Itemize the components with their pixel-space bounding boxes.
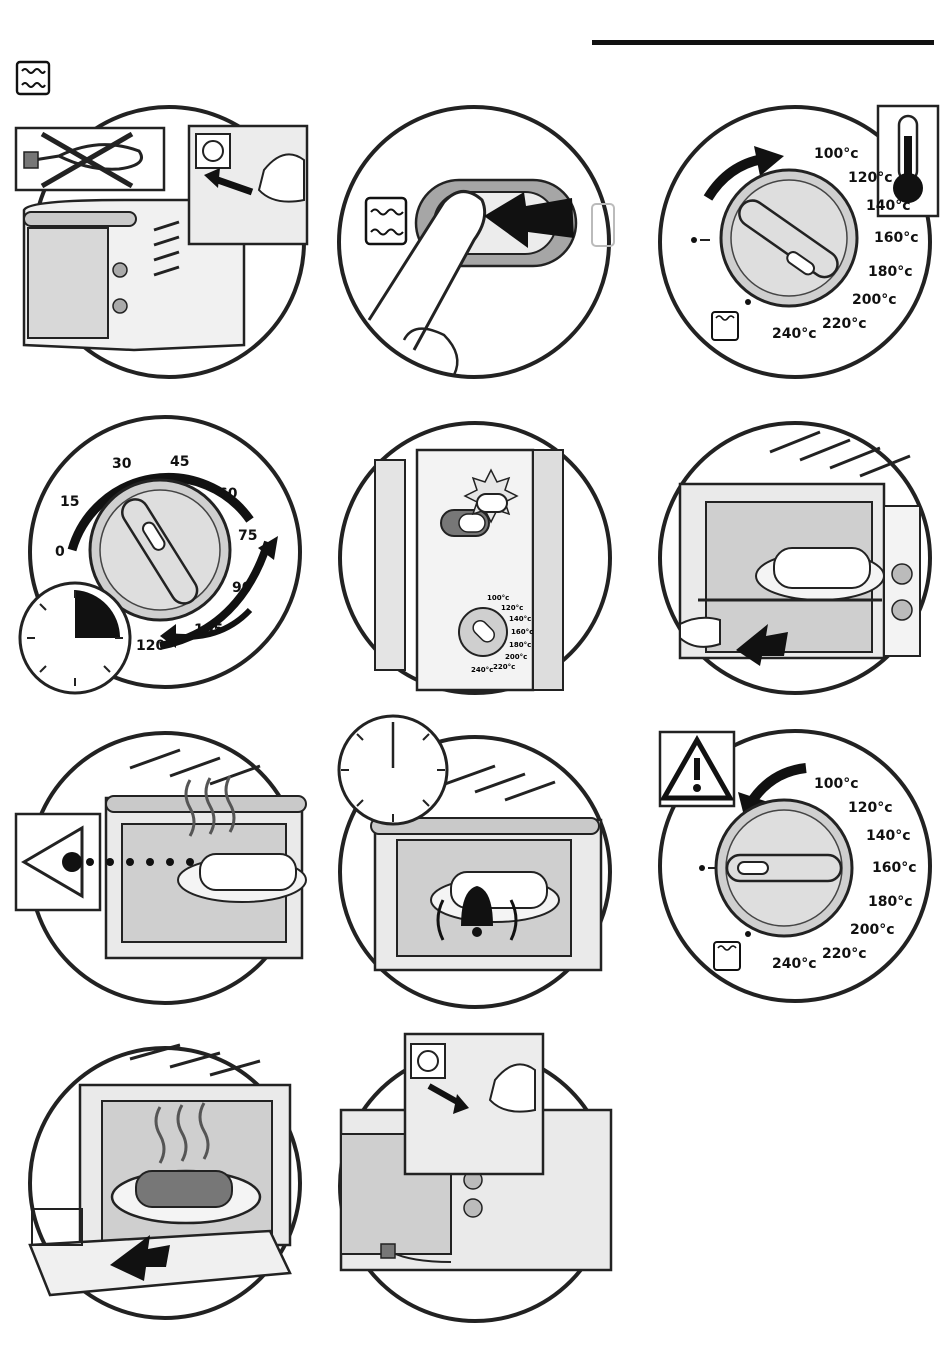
temp-mark-120: 120°c — [848, 800, 893, 816]
temp-mark-240: 240°c — [772, 326, 817, 342]
step-5-panel: 100°c 120°c 140°c 160°c 180°c 200°c 220°… — [335, 410, 625, 700]
mini-temp-220: 220°c — [493, 663, 515, 671]
temp-mark-100: 100°c — [814, 776, 859, 792]
temp-mark-180: 180°c — [868, 264, 913, 280]
temp-mark-140: 140°c — [866, 198, 911, 214]
header-rule — [592, 40, 934, 45]
temp-mark-180: 180°c — [868, 894, 913, 910]
temp-mark-200: 200°c — [852, 292, 897, 308]
step-8-panel — [335, 710, 625, 1010]
step-2-panel — [334, 100, 624, 390]
temp-mark-140: 140°c — [866, 828, 911, 844]
timer-mark-105: 105 — [194, 622, 223, 638]
mini-temp-200: 200°c — [505, 653, 527, 661]
step-4-panel: 0 15 30 45 60 75 90 105 120 — [10, 410, 310, 710]
temp-mark-100: 100°c — [814, 146, 859, 162]
plug-socket-icon — [189, 126, 307, 244]
temp-mark-120: 120°c — [848, 170, 893, 186]
step-1-panel — [14, 100, 314, 390]
unplug-icon — [16, 128, 164, 190]
mini-temp-240: 240°c — [471, 666, 493, 674]
timer-mark-15: 15 — [60, 494, 79, 510]
timer-mark-0: 0 — [55, 544, 65, 560]
plug-socket-icon — [405, 1034, 543, 1174]
temp-mark-220: 220°c — [822, 316, 867, 332]
temp-mark-220: 220°c — [822, 946, 867, 962]
warning-icon — [660, 732, 734, 806]
mini-temp-160: 160°c — [511, 628, 533, 636]
temp-mark-160: 160°c — [872, 860, 917, 876]
step-11-panel — [335, 1030, 625, 1330]
timer-mark-120: 120 — [136, 638, 165, 654]
mini-temp-100: 100°c — [487, 594, 509, 602]
step-7-panel — [10, 728, 310, 1013]
mini-temp-180: 180°c — [509, 641, 531, 649]
timer-mark-75: 75 — [238, 528, 257, 544]
oven-mode-icon — [15, 60, 51, 96]
timer-mark-60: 60 — [218, 486, 238, 502]
timer-mark-90: 90 — [232, 580, 252, 596]
clock-icon — [339, 716, 447, 824]
timer-mark-45: 45 — [170, 454, 189, 470]
step-6-panel — [650, 410, 950, 710]
mini-temp-140: 140°c — [509, 615, 531, 623]
step-3-panel: 100°c 120°c 140°c 160°c 180°c 200°c 220°… — [650, 100, 950, 390]
temp-mark-240: 240°c — [772, 956, 817, 972]
clock-icon — [20, 583, 130, 693]
step-9-panel: 100°c 120°c 140°c 160°c 180°c 200°c 220°… — [650, 728, 950, 1013]
step-10-panel — [10, 1035, 310, 1335]
temp-mark-200: 200°c — [850, 922, 895, 938]
temp-mark-160: 160°c — [874, 230, 919, 246]
mini-temp-120: 120°c — [501, 604, 523, 612]
timer-mark-30: 30 — [112, 456, 132, 472]
